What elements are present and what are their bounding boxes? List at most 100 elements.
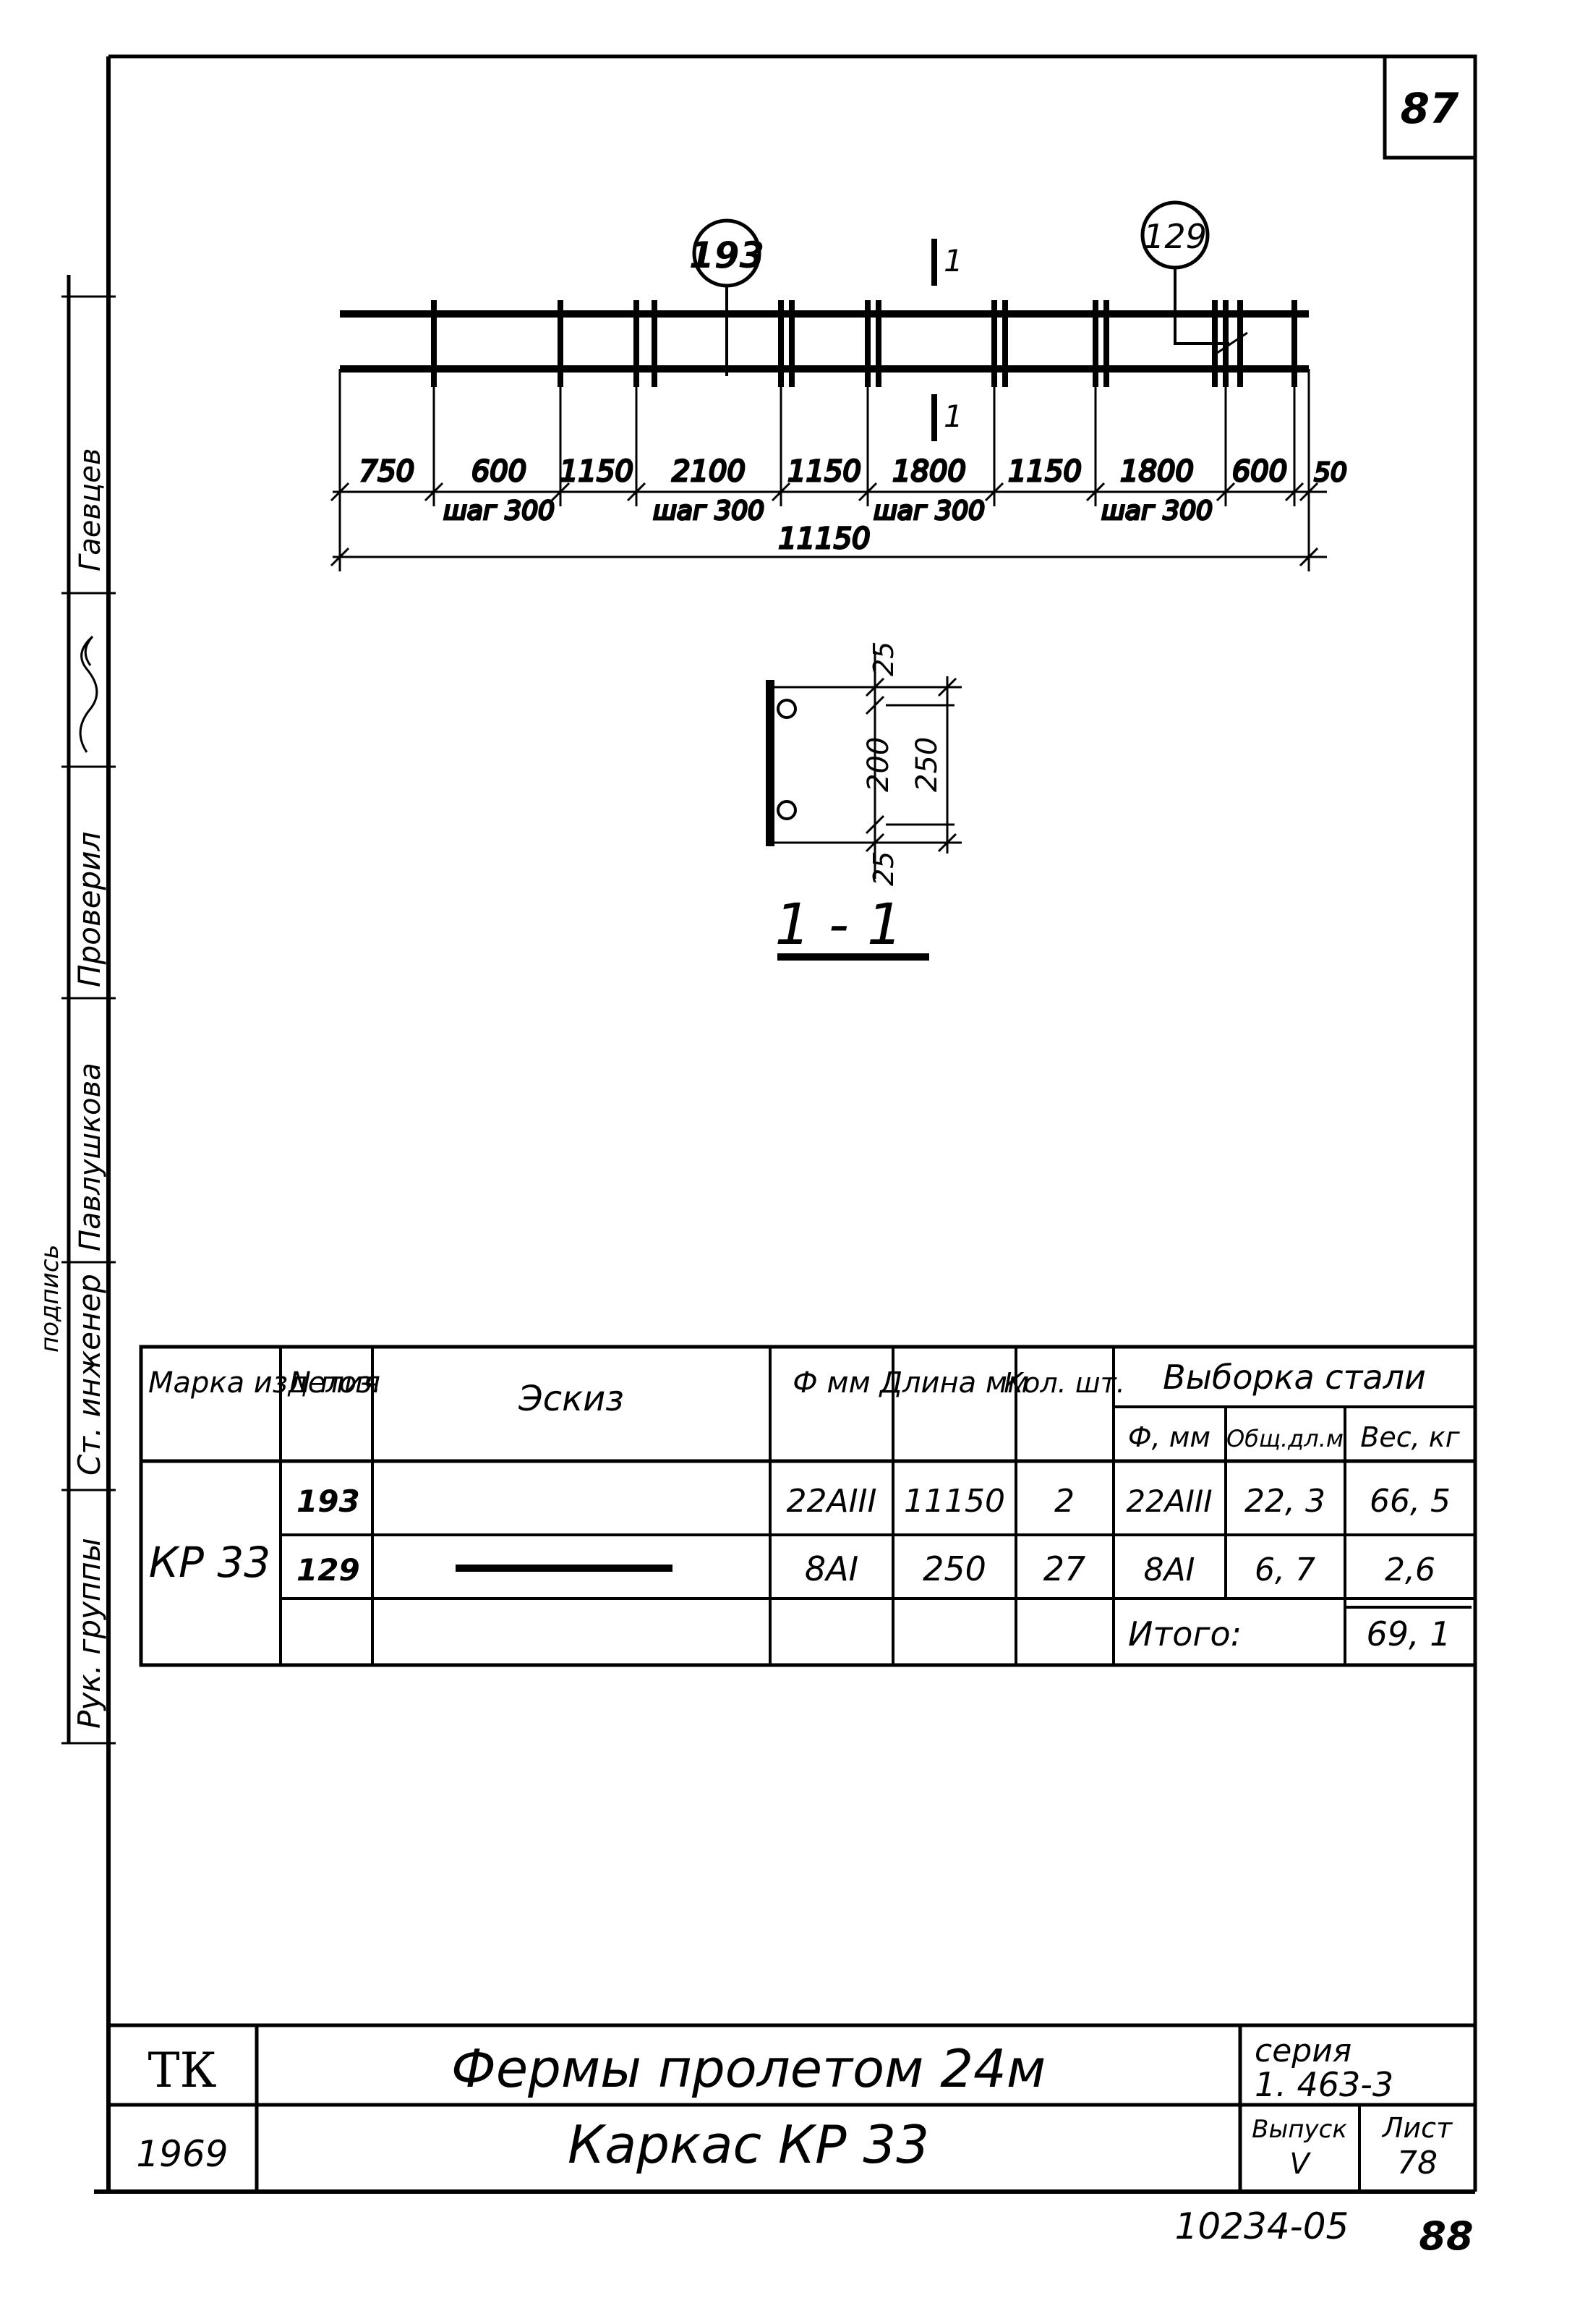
step-label: шаг 300 [653, 496, 764, 526]
row2-length: 250 [923, 1549, 986, 1588]
title-block-grid [108, 2023, 1475, 2192]
dim-tick [1216, 482, 1236, 502]
row2-weight: 2,6 [1385, 1552, 1435, 1588]
dim-tick [550, 482, 571, 502]
dim-tick [626, 482, 646, 502]
series-value: 1. 463-3 [1255, 2065, 1393, 2104]
callout-129: 129 [1140, 200, 1248, 356]
dim-tick [858, 482, 878, 502]
header-pos: N поз. [289, 1366, 381, 1400]
title-main: Фермы пролетом 24м [451, 2038, 1046, 2099]
section-title-underline [777, 953, 929, 961]
header-length: Длина мм [879, 1366, 1030, 1400]
row1-qty: 2 [1054, 1483, 1075, 1520]
row2-total: 6, 7 [1255, 1552, 1315, 1588]
stamp-role-1: Рук. группы [72, 1538, 107, 1729]
dim-tick [424, 482, 444, 502]
overall-dim-tick [330, 547, 350, 567]
dim-label: 2100 [672, 455, 746, 488]
step-label: шаг 300 [874, 496, 985, 526]
dimension-chain: 750 600 1150 2100 1150 1800 1150 1800 600 50 шаг 3… [330, 369, 1348, 571]
callout-129-label: 129 [1143, 217, 1207, 256]
dim-label: 600 [471, 455, 526, 488]
dim-label: 750 [359, 455, 414, 488]
header-selection: Выборка стали [1163, 1358, 1426, 1397]
sheet-value: 78 [1397, 2145, 1438, 2182]
footer-page: 88 [1419, 2213, 1473, 2259]
header-sel-diam: Ф, мм [1128, 1421, 1210, 1453]
overall-dim-tick [1299, 547, 1319, 567]
sheet-mark-box: 87 [1383, 54, 1477, 160]
header-sel-weight: Вес, кг [1360, 1421, 1460, 1453]
title-subtitle: Каркас КР 33 [568, 2114, 929, 2175]
spec-table-grid [139, 1345, 1477, 1667]
section-dim-bottom: 25 [868, 851, 900, 886]
stamp-signature-text: подпись [35, 1244, 64, 1353]
header-sketch: Эскиз [518, 1379, 624, 1419]
section-1-1 [766, 651, 962, 879]
issue-value: V [1289, 2148, 1311, 2181]
dim-label: 1150 [787, 455, 861, 488]
stamp-role-3: Проверил [72, 832, 107, 987]
stamp-name-1: Павлушкова [74, 1063, 107, 1251]
series-label: серия [1255, 2033, 1351, 2069]
left-stamp: Рук. группы Ст. инженер Проверил Павлушк… [35, 275, 116, 1745]
mark-value: КР 33 [149, 1538, 270, 1587]
sheet-label: Лист [1381, 2112, 1453, 2144]
row2-qty: 27 [1043, 1549, 1086, 1588]
total-value: 69, 1 [1366, 1614, 1451, 1653]
table-row: 193 22АIII 11150 2 22АIII 22, 3 66, 5 [296, 1483, 1451, 1520]
title-org: ТК [148, 2043, 216, 2098]
footer-code: 10234-05 [1175, 2205, 1349, 2247]
section-marker-top: 1 [931, 239, 963, 286]
overall-dim-label: 11150 [778, 522, 870, 556]
title-year: 1969 [136, 2133, 228, 2175]
dim-tick [984, 482, 1004, 502]
callout-193-label: 193 [689, 234, 764, 276]
row1-weight: 66, 5 [1370, 1483, 1451, 1520]
section-marker-top-label: 1 [944, 243, 963, 278]
stamp-role-2: Ст. инженер [72, 1274, 107, 1476]
header-sel-total: Общ.дл.м [1226, 1425, 1344, 1452]
section-marker-bottom-label: 1 [944, 399, 963, 434]
row1-sel-diam: 22АIII [1126, 1484, 1212, 1519]
dim-label: 600 [1232, 455, 1287, 488]
dim-label: 50 [1314, 458, 1347, 488]
stamp-name-2: Гаевцев [74, 448, 107, 571]
cage-elevation [340, 300, 1309, 387]
row1-total: 22, 3 [1244, 1483, 1325, 1520]
dim-tick [330, 482, 350, 502]
total-label: Итого: [1128, 1614, 1242, 1653]
section-dim-middle: 200 [862, 737, 895, 792]
section-marker-bottom: 1 [931, 394, 963, 441]
section-dim-top: 25 [868, 642, 900, 676]
issue-label: Выпуск [1252, 2115, 1347, 2144]
row1-diam: 22АIII [786, 1483, 876, 1520]
row1-pos: 193 [296, 1484, 360, 1519]
dim-tick [1085, 482, 1106, 502]
header-diameter: Ф мм [793, 1366, 871, 1400]
dim-tick [771, 482, 791, 502]
dim-label: 1800 [892, 455, 966, 488]
header-mark: Марка изделия [148, 1366, 380, 1400]
row2-diam: 8АI [805, 1549, 858, 1588]
sheet-frame [94, 54, 1477, 2194]
callout-193: 193 [689, 218, 764, 376]
row2-sel-diam: 8АI [1143, 1552, 1195, 1588]
section-dim-total: 250 [910, 737, 944, 792]
header-qty: Кол. шт. [1004, 1367, 1125, 1399]
dim-label: 1800 [1120, 455, 1194, 488]
dim-tick [1299, 482, 1319, 502]
table-row: 129 8АI 250 27 8АI 6, 7 2,6 [296, 1549, 1435, 1588]
dim-tick [1284, 482, 1304, 502]
dim-label: 1150 [560, 455, 633, 488]
signature-scribble [79, 635, 98, 753]
section-title: 1 - 1 [775, 893, 903, 958]
row2-pos: 129 [296, 1552, 360, 1588]
dim-label: 1150 [1008, 455, 1082, 488]
row1-length: 11150 [904, 1483, 1005, 1520]
step-label: шаг 300 [1101, 496, 1213, 526]
sheet-mark: 87 [1401, 84, 1459, 133]
step-label: шаг 300 [443, 496, 555, 526]
